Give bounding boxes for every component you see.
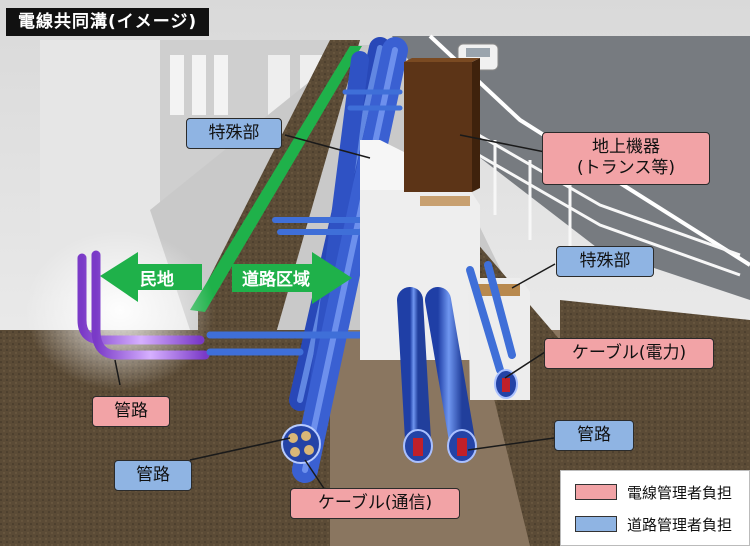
legend: 電線管理者負担 道路管理者負担 (560, 470, 750, 546)
callout-ground-equipment: 地上機器 (トランス等) (542, 132, 710, 185)
arrow-private-land (100, 252, 202, 302)
pipe-glow (25, 230, 215, 390)
callout-special-section-top: 特殊部 (186, 118, 282, 150)
callout-conduit-right: 管路 (554, 420, 634, 452)
callout-cable-communication: ケーブル(通信) (290, 488, 460, 520)
legend-item-road-operator: 道路管理者負担 (575, 513, 732, 535)
foreground-conduits (397, 261, 516, 453)
legend-swatch-blue (575, 516, 617, 532)
callout-leaders (114, 134, 556, 491)
transformer-box (404, 58, 480, 192)
private-land-conduits (77, 250, 210, 360)
legend-swatch-red (575, 484, 617, 500)
conduit-end-communication (281, 424, 321, 464)
boundary-green-strip (190, 46, 362, 312)
callout-conduit-left: 管路 (92, 396, 170, 428)
label-private-land: 民地 (140, 270, 174, 290)
callout-cable-power: ケーブル(電力) (544, 338, 714, 370)
cross-conduits (206, 89, 474, 356)
page-title: 電線共同溝(イメージ) (6, 8, 210, 36)
legend-label: 電線管理者負担 (627, 483, 733, 502)
trench-wall-left (198, 40, 360, 546)
callout-ground-equipment-line2: (トランス等) (577, 158, 675, 179)
callout-conduit-bottom: 管路 (114, 460, 192, 492)
callout-ground-equipment-line1: 地上機器 (592, 137, 660, 157)
legend-item-electric-operator: 電線管理者負担 (575, 481, 732, 503)
arrow-road-area (232, 252, 352, 304)
callout-special-section-right: 特殊部 (556, 246, 654, 278)
legend-label: 道路管理者負担 (627, 515, 733, 534)
conduit-ends-power (403, 369, 518, 463)
label-road-area: 道路区域 (242, 270, 310, 290)
